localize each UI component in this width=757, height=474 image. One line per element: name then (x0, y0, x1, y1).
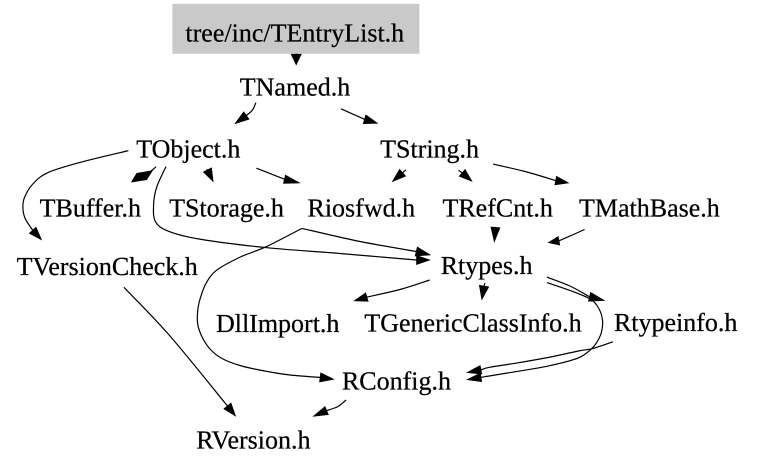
svg-text:RVersion.h: RVersion.h (196, 426, 310, 455)
svg-text:TRefCnt.h: TRefCnt.h (442, 194, 553, 223)
svg-text:TStorage.h: TStorage.h (169, 194, 284, 223)
svg-text:TVersionCheck.h: TVersionCheck.h (17, 252, 198, 281)
svg-text:TNamed.h: TNamed.h (240, 73, 350, 102)
svg-text:TGenericClassInfo.h: TGenericClassInfo.h (364, 309, 581, 338)
svg-text:TString.h: TString.h (380, 135, 479, 164)
svg-text:TMathBase.h: TMathBase.h (579, 194, 720, 223)
svg-text:Riosfwd.h: Riosfwd.h (307, 194, 415, 223)
svg-text:Rtypes.h: Rtypes.h (441, 251, 533, 280)
svg-text:Rtypeinfo.h: Rtypeinfo.h (614, 308, 738, 337)
svg-text:tree/inc/TEntryList.h: tree/inc/TEntryList.h (185, 18, 404, 47)
svg-text:TBuffer.h: TBuffer.h (40, 194, 141, 223)
svg-text:RConfig.h: RConfig.h (342, 367, 451, 396)
svg-text:TObject.h: TObject.h (136, 135, 240, 164)
svg-text:DllImport.h: DllImport.h (216, 309, 340, 338)
